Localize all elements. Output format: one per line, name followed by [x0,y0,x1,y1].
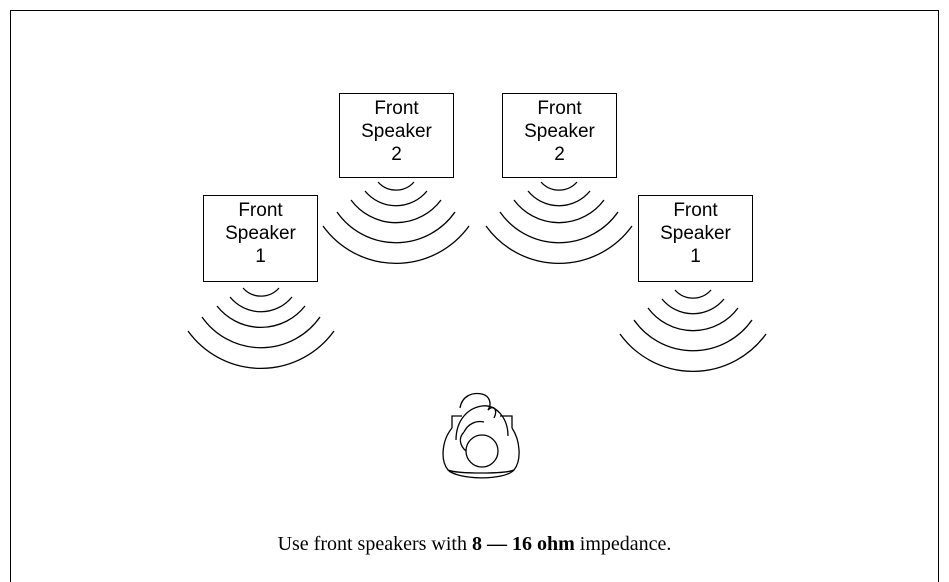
sound-waves-icon [619,289,767,373]
speaker-label-line1: Front [537,98,582,119]
speaker-label-line3: 2 [391,144,402,165]
front-speaker-2-left: Front Speaker 2 [339,93,454,178]
speaker-label-line2: Speaker [524,121,595,142]
front-speaker-2-right: Front Speaker 2 [502,93,617,178]
speaker-label-line3: 1 [690,246,701,267]
caption-suffix: impedance. [574,533,672,555]
speaker-label-line3: 2 [554,144,565,165]
sound-waves-icon [485,181,633,265]
listener-icon [442,392,520,479]
diagram-frame [10,10,939,582]
speaker-label-line2: Speaker [660,223,731,244]
impedance-caption: Use front speakers with 8 — 16 ohm imped… [0,533,949,556]
caption-bold-impedance: 8 — 16 ohm [471,533,575,555]
speaker-label-line3: 1 [255,246,266,267]
speaker-label-line1: Front [238,200,283,221]
front-speaker-1-right: Front Speaker 1 [638,195,753,282]
speaker-label-line2: Speaker [361,121,432,142]
front-speaker-1-left: Front Speaker 1 [203,195,318,282]
caption-prefix: Use front speakers with [277,533,472,555]
sound-waves-icon [322,181,470,265]
speaker-label-line2: Speaker [225,223,296,244]
speaker-label-line1: Front [374,98,419,119]
sound-waves-icon [187,287,335,370]
speaker-label-line1: Front [673,200,718,221]
